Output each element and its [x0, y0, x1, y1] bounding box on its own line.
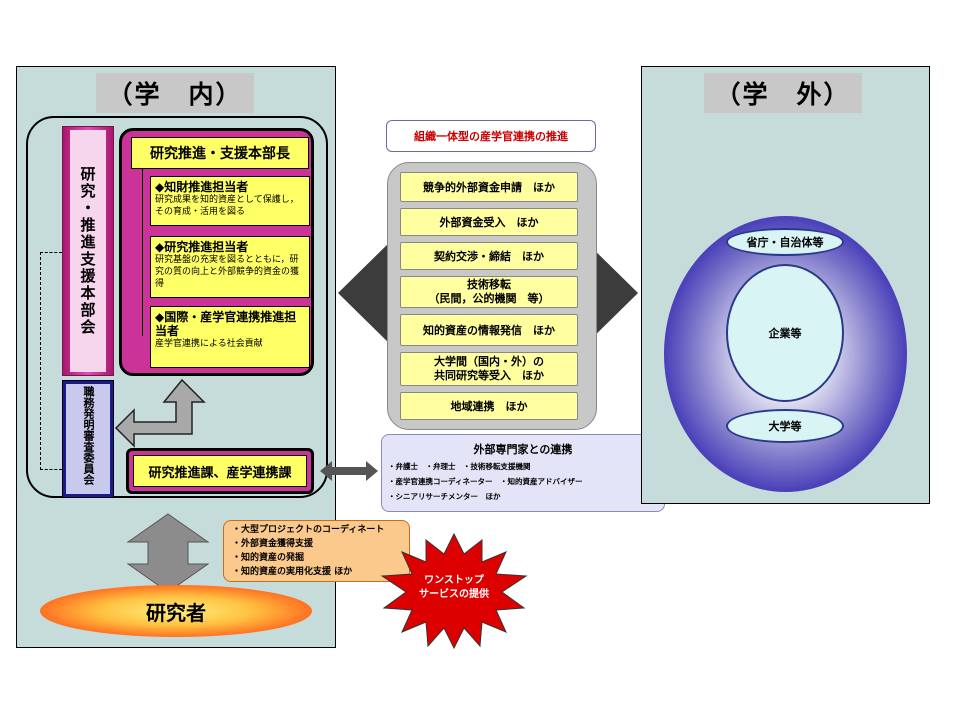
onestop-starburst	[380, 532, 528, 650]
bent-arrow	[114, 378, 206, 448]
officer-intl: ◆国際・産学官連携推進担当者 産学官連携による社会貢献	[150, 306, 310, 368]
entity-university: 大学等	[726, 409, 844, 443]
officer-research-head: ◆研究推進担当者	[155, 240, 249, 254]
support-list-box: ・大型プロジェクトのコーディネート ・外部資金獲得支援 ・知的資産の発掘 ・知的…	[223, 520, 410, 582]
director-title-box: 研究推進・支援本部長	[131, 137, 309, 169]
researcher-label: 研究者	[146, 600, 206, 625]
officer-ip-head: ◆知財推進担当者	[155, 180, 249, 194]
entity-ministry-label: 省庁・自治体等	[746, 236, 824, 249]
director-title: 研究推進・支援本部長	[150, 146, 290, 162]
researcher-ellipse: 研究者	[40, 585, 312, 637]
committee-label-box: 研究・推進支援本部会	[70, 130, 106, 372]
dashed-connector	[40, 252, 62, 470]
committee-label: 研究・推進支援本部会	[78, 166, 97, 336]
inside-outline	[26, 116, 328, 498]
invention-committee-inner: 職務発明審査委員会	[66, 384, 110, 494]
center-header-box: 組織一体型の産学官連携の推進	[386, 120, 596, 152]
entity-ministry: 省庁・自治体等	[726, 228, 844, 256]
inside-title: （学 内）	[96, 73, 254, 113]
center-item-3: 契約交渉・締結 ほか	[400, 242, 578, 270]
officer-ip-desc: 研究成果を知的資産として保護し，その育成・活用を図る	[155, 195, 299, 217]
center-item-7: 地域連携 ほか	[400, 392, 578, 420]
center-item-2: 外部資金受入 ほか	[400, 208, 578, 236]
officer-research: ◆研究推進担当者 研究基盤の充実を図るとともに，研究の質の向上と外部競争的資金の…	[150, 236, 310, 298]
section-label: 研究推進課、産学連携課	[148, 465, 292, 481]
entity-company-label: 企業等	[768, 327, 802, 340]
entity-university-label: 大学等	[768, 420, 802, 433]
support-item-2: ・外部資金獲得支援	[232, 539, 314, 549]
support-item-3: ・知的資産の発掘	[232, 553, 305, 563]
experts-line-2: ・産学官連携コーディネーター ・知的資産アドバイザー	[388, 477, 583, 486]
onestop-label: ワンストップ サービスの提供	[419, 575, 489, 600]
center-item-4: 技術移転 （民間，公的機関 等）	[400, 276, 578, 308]
support-item-4: ・知的資産の実用化支援 ほか	[232, 567, 353, 577]
officer-intl-head: ◆国際・産学官連携推進担当者	[155, 310, 297, 338]
officer-ip: ◆知財推進担当者 研究成果を知的資産として保護し，その育成・活用を図る	[150, 176, 310, 226]
section-label-box: 研究推進課、産学連携課	[133, 455, 307, 487]
experts-double-arrow	[320, 461, 378, 481]
vertical-double-arrow	[126, 513, 210, 593]
center-header: 組織一体型の産学官連携の推進	[414, 130, 568, 143]
invention-committee-label: 職務発明審査委員会	[82, 386, 95, 485]
officer-research-desc: 研究基盤の充実を図るとともに，研究の質の向上と外部競争的資金の獲得	[155, 255, 300, 289]
officer-intl-desc: 産学官連携による社会貢献	[155, 339, 263, 349]
support-item-1: ・大型プロジェクトのコーディネート	[232, 525, 385, 535]
experts-line-3: ・シニアリサーチメンター ほか	[388, 492, 501, 501]
experts-box: 外部専門家との連携 ・弁護士 ・弁理士 ・技術移転支援機関 ・産学官連携コーディ…	[381, 434, 665, 512]
outside-title: （学 外）	[704, 73, 862, 113]
officer-bracket	[142, 168, 150, 336]
entity-company: 企業等	[726, 264, 844, 402]
center-item-6: 大学間（国内・外）の 共同研究等受入 ほか	[400, 352, 578, 386]
experts-title: 外部専門家との連携	[473, 443, 573, 456]
experts-line-1: ・弁護士 ・弁理士 ・技術移転支援機関	[388, 462, 531, 471]
center-item-1: 競争的外部資金申請 ほか	[400, 172, 578, 202]
center-item-5: 知的資産の情報発信 ほか	[400, 314, 578, 346]
